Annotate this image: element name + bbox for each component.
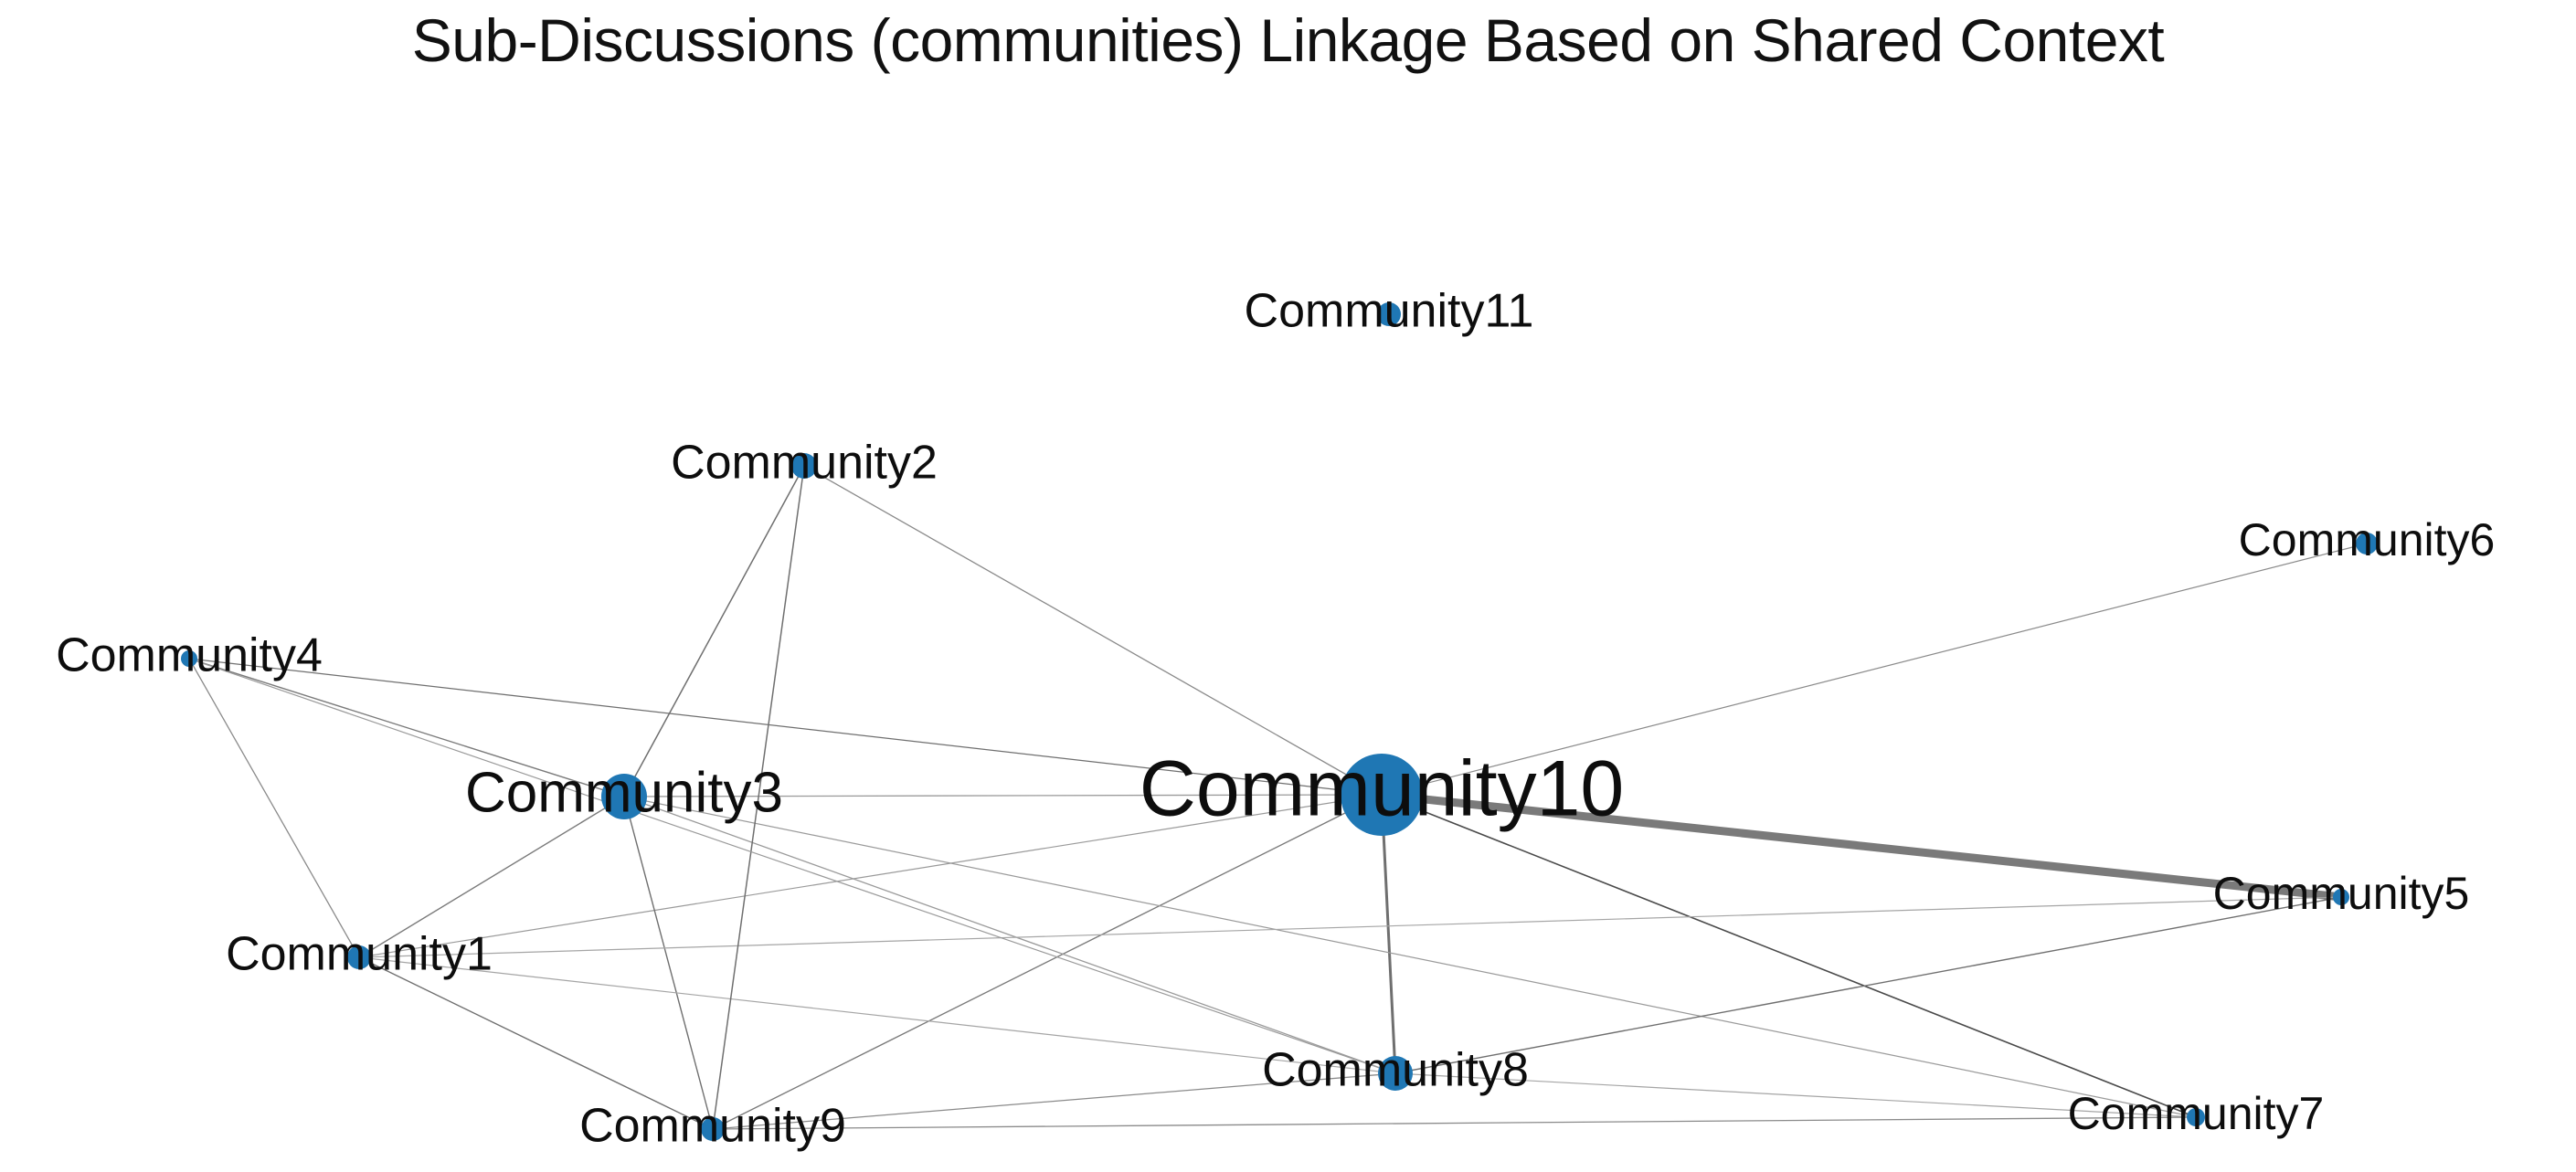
graph-node-community11[interactable] [1377, 302, 1401, 326]
node-label-community9: Community9 [579, 1100, 846, 1153]
graph-node-community5[interactable] [2333, 889, 2349, 905]
graph-edge[interactable] [358, 794, 1383, 958]
graph-edge[interactable] [358, 896, 2342, 958]
node-label-community3: Community3 [465, 761, 783, 824]
graph-node-community2[interactable] [791, 453, 817, 479]
graph-node-community10[interactable] [1341, 754, 1423, 836]
graph-node-community6[interactable] [2356, 533, 2378, 554]
node-label-community7: Community7 [2068, 1088, 2325, 1139]
page-title: Sub-Discussions (communities) Linkage Ba… [411, 6, 2165, 74]
graph-edge[interactable] [1394, 896, 2342, 1074]
graph-edge[interactable] [188, 658, 1383, 796]
node-label-community2: Community2 [671, 437, 938, 490]
node-label-community1: Community1 [226, 928, 493, 981]
graph-edge[interactable] [358, 956, 714, 1130]
node-label-community4: Community4 [56, 629, 323, 682]
graph-edge[interactable] [188, 658, 1396, 1074]
node-layer [181, 302, 2378, 1141]
graph-edge[interactable] [358, 796, 625, 958]
graph-node-community3[interactable] [601, 774, 647, 819]
graph-node-community8[interactable] [1378, 1056, 1413, 1091]
graph-edge[interactable] [712, 465, 805, 1130]
graph-edge[interactable] [623, 794, 1383, 797]
graph-edge[interactable] [712, 794, 1383, 1130]
graph-node-community1[interactable] [347, 945, 371, 969]
graph-edge[interactable] [1380, 794, 1397, 1074]
graph-edge[interactable] [188, 658, 625, 797]
graph-edge[interactable] [712, 1072, 1396, 1130]
node-label-community10: Community10 [1140, 745, 1625, 833]
node-label-community6: Community6 [2239, 514, 2496, 565]
graph-edge[interactable] [1394, 1072, 2197, 1118]
node-label-community5: Community5 [2213, 868, 2470, 919]
graph-node-community7[interactable] [2187, 1108, 2205, 1126]
graph-edge[interactable] [358, 956, 1396, 1074]
graph-edge[interactable] [623, 796, 2197, 1118]
node-label-community8: Community8 [1262, 1044, 1529, 1097]
graph-edge[interactable] [1381, 790, 2342, 902]
graph-node-community4[interactable] [181, 650, 197, 667]
graph-edge[interactable] [1381, 794, 2197, 1118]
edge-layer [188, 465, 2368, 1130]
graph-edge[interactable] [803, 465, 1383, 796]
graph-edge[interactable] [623, 796, 714, 1130]
graph-edge[interactable] [712, 1116, 2197, 1130]
graph-edge[interactable] [1381, 543, 2368, 796]
graph-node-community9[interactable] [701, 1117, 725, 1141]
graph-edge[interactable] [623, 465, 805, 797]
graph-edge[interactable] [188, 658, 360, 958]
node-label-community11: Community11 [1245, 285, 1534, 338]
